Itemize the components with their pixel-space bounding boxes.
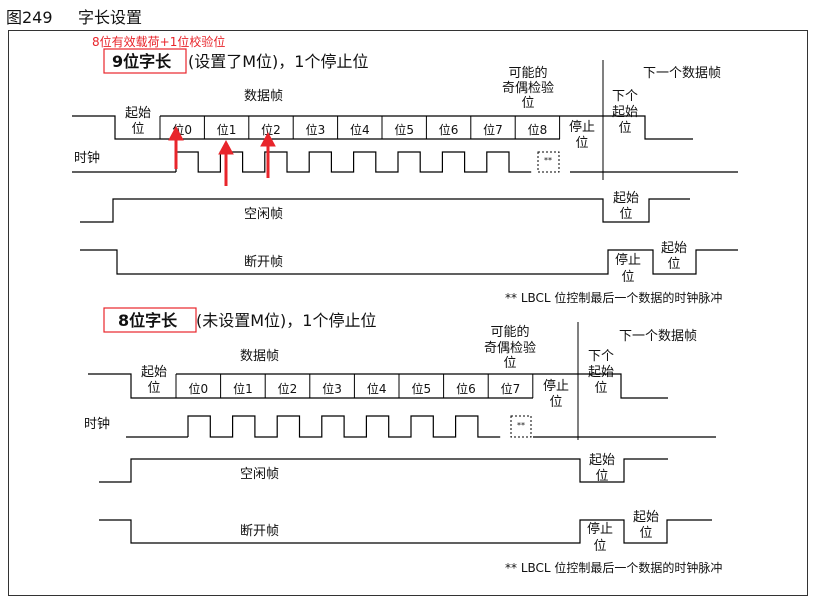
idle-frame-line — [80, 198, 690, 223]
section-8bit: 8位字长 (未设置M位)，1个停止位 数据帧 可能的 奇偶检验 位 下一个数据帧… — [84, 307, 722, 575]
arrow-head-icon — [218, 139, 234, 155]
bit-label: 位7 — [501, 381, 521, 396]
arrow-head-icon — [168, 125, 184, 141]
next-start-line — [578, 373, 668, 399]
clock-pulse-train — [187, 415, 501, 438]
figure-number: 图249 — [6, 8, 53, 27]
bit-label: 位1 — [217, 122, 237, 137]
bit-label: 位7 — [483, 122, 503, 137]
next-start-line1: 下个 — [612, 89, 638, 104]
idle-frame-label: 空闲帧 — [240, 467, 279, 482]
parity-label-line2: 奇偶检验 — [484, 340, 536, 356]
idle-frame-label: 空闲帧 — [244, 207, 283, 222]
break-frame-label: 断开帧 — [240, 524, 279, 539]
break-stop-line2: 位 — [593, 539, 606, 554]
lbcl-pulse — [537, 151, 560, 173]
start-bit-line1: 起始 — [141, 365, 167, 380]
bit-label: 位4 — [367, 381, 387, 396]
next-start-line2: 起始 — [612, 105, 638, 120]
data-line-idle-start — [88, 373, 176, 399]
clock-pulses — [187, 415, 501, 438]
next-frame-label: 下一个数据帧 — [619, 329, 697, 344]
figure-title: 图249 字长设置 — [6, 4, 142, 28]
lbcl-note: ** LBCL 位控制最后一个数据的时钟脉冲 — [505, 560, 722, 575]
bit-label: 位2 — [278, 381, 298, 396]
bit-cells: 位0 位1 位2 位3 位4 位5 位6 位7 — [175, 374, 534, 398]
annotation-text: 8位有效载荷+1位校验位 — [92, 34, 225, 49]
break-frame-label: 断开帧 — [244, 255, 283, 270]
next-start-line2: 起始 — [588, 365, 614, 380]
bit-label: 位3 — [322, 381, 342, 396]
idle-frame-line — [99, 458, 668, 483]
parity-label-line1: 可能的 — [508, 65, 547, 81]
clock-pulse-train — [175, 151, 532, 173]
word-length-highlight-box — [103, 48, 187, 74]
parity-label-line3: 位 — [503, 356, 516, 371]
bit-label: 位5 — [411, 381, 431, 396]
parity-label-line1: 可能的 — [490, 324, 529, 340]
start-bit-line1: 起始 — [125, 106, 151, 121]
data-line-idle-start — [72, 115, 160, 140]
arrow-head-icon — [260, 131, 276, 147]
break-stop-line2: 位 — [621, 270, 634, 285]
lbcl-marker: ** — [544, 156, 552, 165]
lbcl-marker: ** — [517, 421, 525, 430]
lbcl-pulse — [510, 415, 532, 438]
bit-label: 位0 — [188, 381, 208, 396]
bit-label: 位8 — [528, 122, 548, 137]
break-start-line1: 起始 — [633, 510, 659, 525]
stop-bit-line1: 停止 — [543, 378, 569, 394]
next-start-line1: 下个 — [588, 349, 614, 364]
break-stop-line1: 停止 — [587, 521, 613, 537]
bit-label: 位1 — [233, 381, 253, 396]
start-bit-line2: 位 — [131, 122, 144, 137]
break-frame-line — [80, 249, 738, 275]
stop-bit-line1: 停止 — [569, 119, 595, 135]
next-start-line3: 位 — [618, 121, 631, 136]
stop-bit-line2: 位 — [575, 136, 588, 151]
next-frame-label: 下一个数据帧 — [643, 66, 721, 81]
parity-label-line2: 奇偶检验 — [502, 80, 554, 96]
next-start-line — [603, 115, 693, 140]
break-stop-line1: 停止 — [615, 252, 641, 268]
diagram-frame — [8, 30, 808, 596]
lbcl-note: ** LBCL 位控制最后一个数据的时钟脉冲 — [505, 290, 722, 305]
clock-label: 时钟 — [74, 150, 100, 166]
data-frame-label: 数据帧 — [244, 89, 283, 104]
break-start-line2: 位 — [639, 526, 652, 541]
bit-label: 位4 — [350, 122, 370, 137]
bit-label: 位6 — [456, 381, 476, 396]
word-length-label: 9位字长 — [112, 52, 172, 71]
word-length-highlight-box — [103, 307, 197, 333]
next-start-line3: 位 — [594, 381, 607, 396]
clock-pulses — [175, 151, 532, 173]
idle-start-line1: 起始 — [589, 453, 615, 468]
word-length-description: (设置了M位)，1个停止位 — [188, 52, 368, 71]
figure-caption: 字长设置 — [77, 8, 142, 27]
break-start-line2: 位 — [667, 257, 680, 272]
bit-label: 位3 — [306, 122, 326, 137]
idle-start-line2: 位 — [595, 469, 608, 484]
bit-label: 位2 — [261, 122, 281, 137]
data-frame-label: 数据帧 — [240, 349, 279, 364]
stop-bit-line2: 位 — [549, 395, 562, 410]
bit-arrows — [168, 125, 276, 186]
parity-label-line3: 位 — [521, 96, 534, 111]
bit-label: 位6 — [439, 122, 459, 137]
break-frame-line — [99, 519, 712, 544]
idle-start-line1: 起始 — [613, 191, 639, 206]
bit-label: 位5 — [394, 122, 414, 137]
start-bit-line2: 位 — [147, 381, 160, 396]
idle-start-line2: 位 — [619, 207, 632, 222]
clock-label: 时钟 — [84, 416, 110, 432]
word-length-description: (未设置M位)，1个停止位 — [196, 311, 376, 330]
break-start-line1: 起始 — [661, 241, 687, 256]
section-9bit: 9位字长 (设置了M位)，1个停止位 数据帧 可能的 奇偶检验 位 下一个数据帧… — [72, 48, 738, 305]
word-length-label: 8位字长 — [118, 311, 178, 330]
